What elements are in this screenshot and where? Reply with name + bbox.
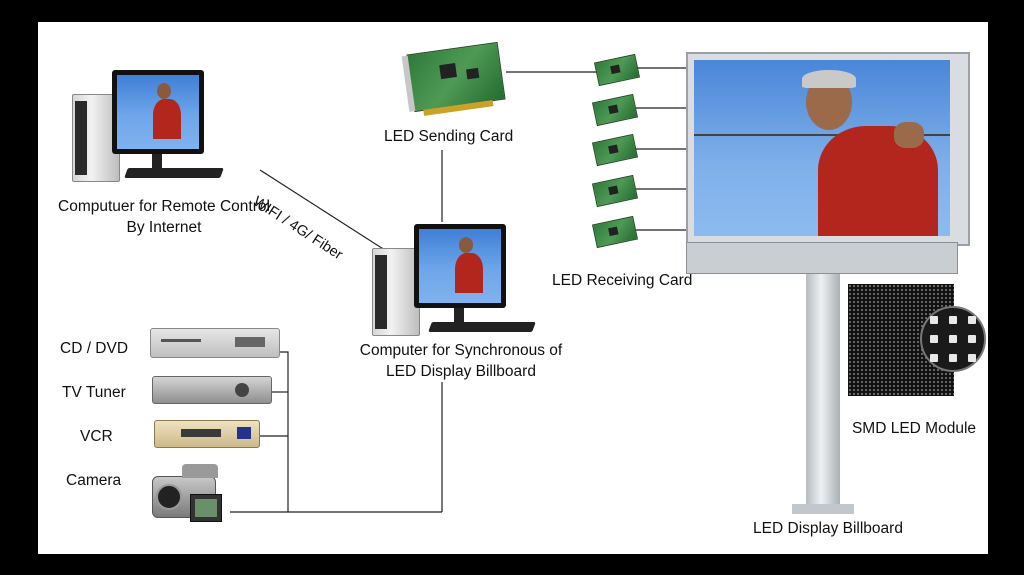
diagram-canvas: Computuer for Remote Control By Internet…: [38, 22, 988, 554]
billboard-label: LED Display Billboard: [753, 520, 903, 537]
remote-keyboard-icon: [124, 168, 224, 178]
receiving-card-label: LED Receiving Card: [552, 272, 693, 289]
smd-module-label: SMD LED Module: [851, 420, 977, 437]
billboard-pole-base: [792, 504, 854, 514]
remote-computer-label: Computuer for Remote Control By Internet: [58, 198, 270, 236]
sending-card-label: LED Sending Card: [384, 128, 514, 145]
remote-monitor-icon: [112, 70, 204, 154]
billboard-pole: [806, 260, 840, 512]
source-label-dvd: CD / DVD: [60, 340, 129, 357]
sync-monitor-icon: [414, 224, 506, 308]
billboard-screen: [694, 60, 950, 236]
smd-module-zoom-icon: [920, 306, 986, 372]
dvd-player-icon: [150, 328, 280, 358]
billboard-base: [686, 242, 958, 274]
sync-computer-label: Computer for Synchronous of LED Display …: [359, 342, 563, 380]
sync-tower-icon: [372, 248, 420, 336]
vcr-icon: [154, 420, 260, 448]
line-sources-bus: [278, 351, 289, 512]
source-label-tv-tuner: TV Tuner: [62, 384, 126, 401]
sync-keyboard-icon: [428, 322, 536, 332]
sending-card-icon: [401, 41, 506, 116]
source-label-vcr: VCR: [80, 428, 113, 445]
source-label-camera: Camera: [66, 472, 122, 489]
line-remote-to-sync: [259, 169, 389, 253]
connection-lines: [230, 67, 686, 513]
tv-tuner-icon: [152, 376, 272, 404]
camcorder-icon: [152, 464, 228, 524]
billboard-icon: [686, 52, 970, 280]
